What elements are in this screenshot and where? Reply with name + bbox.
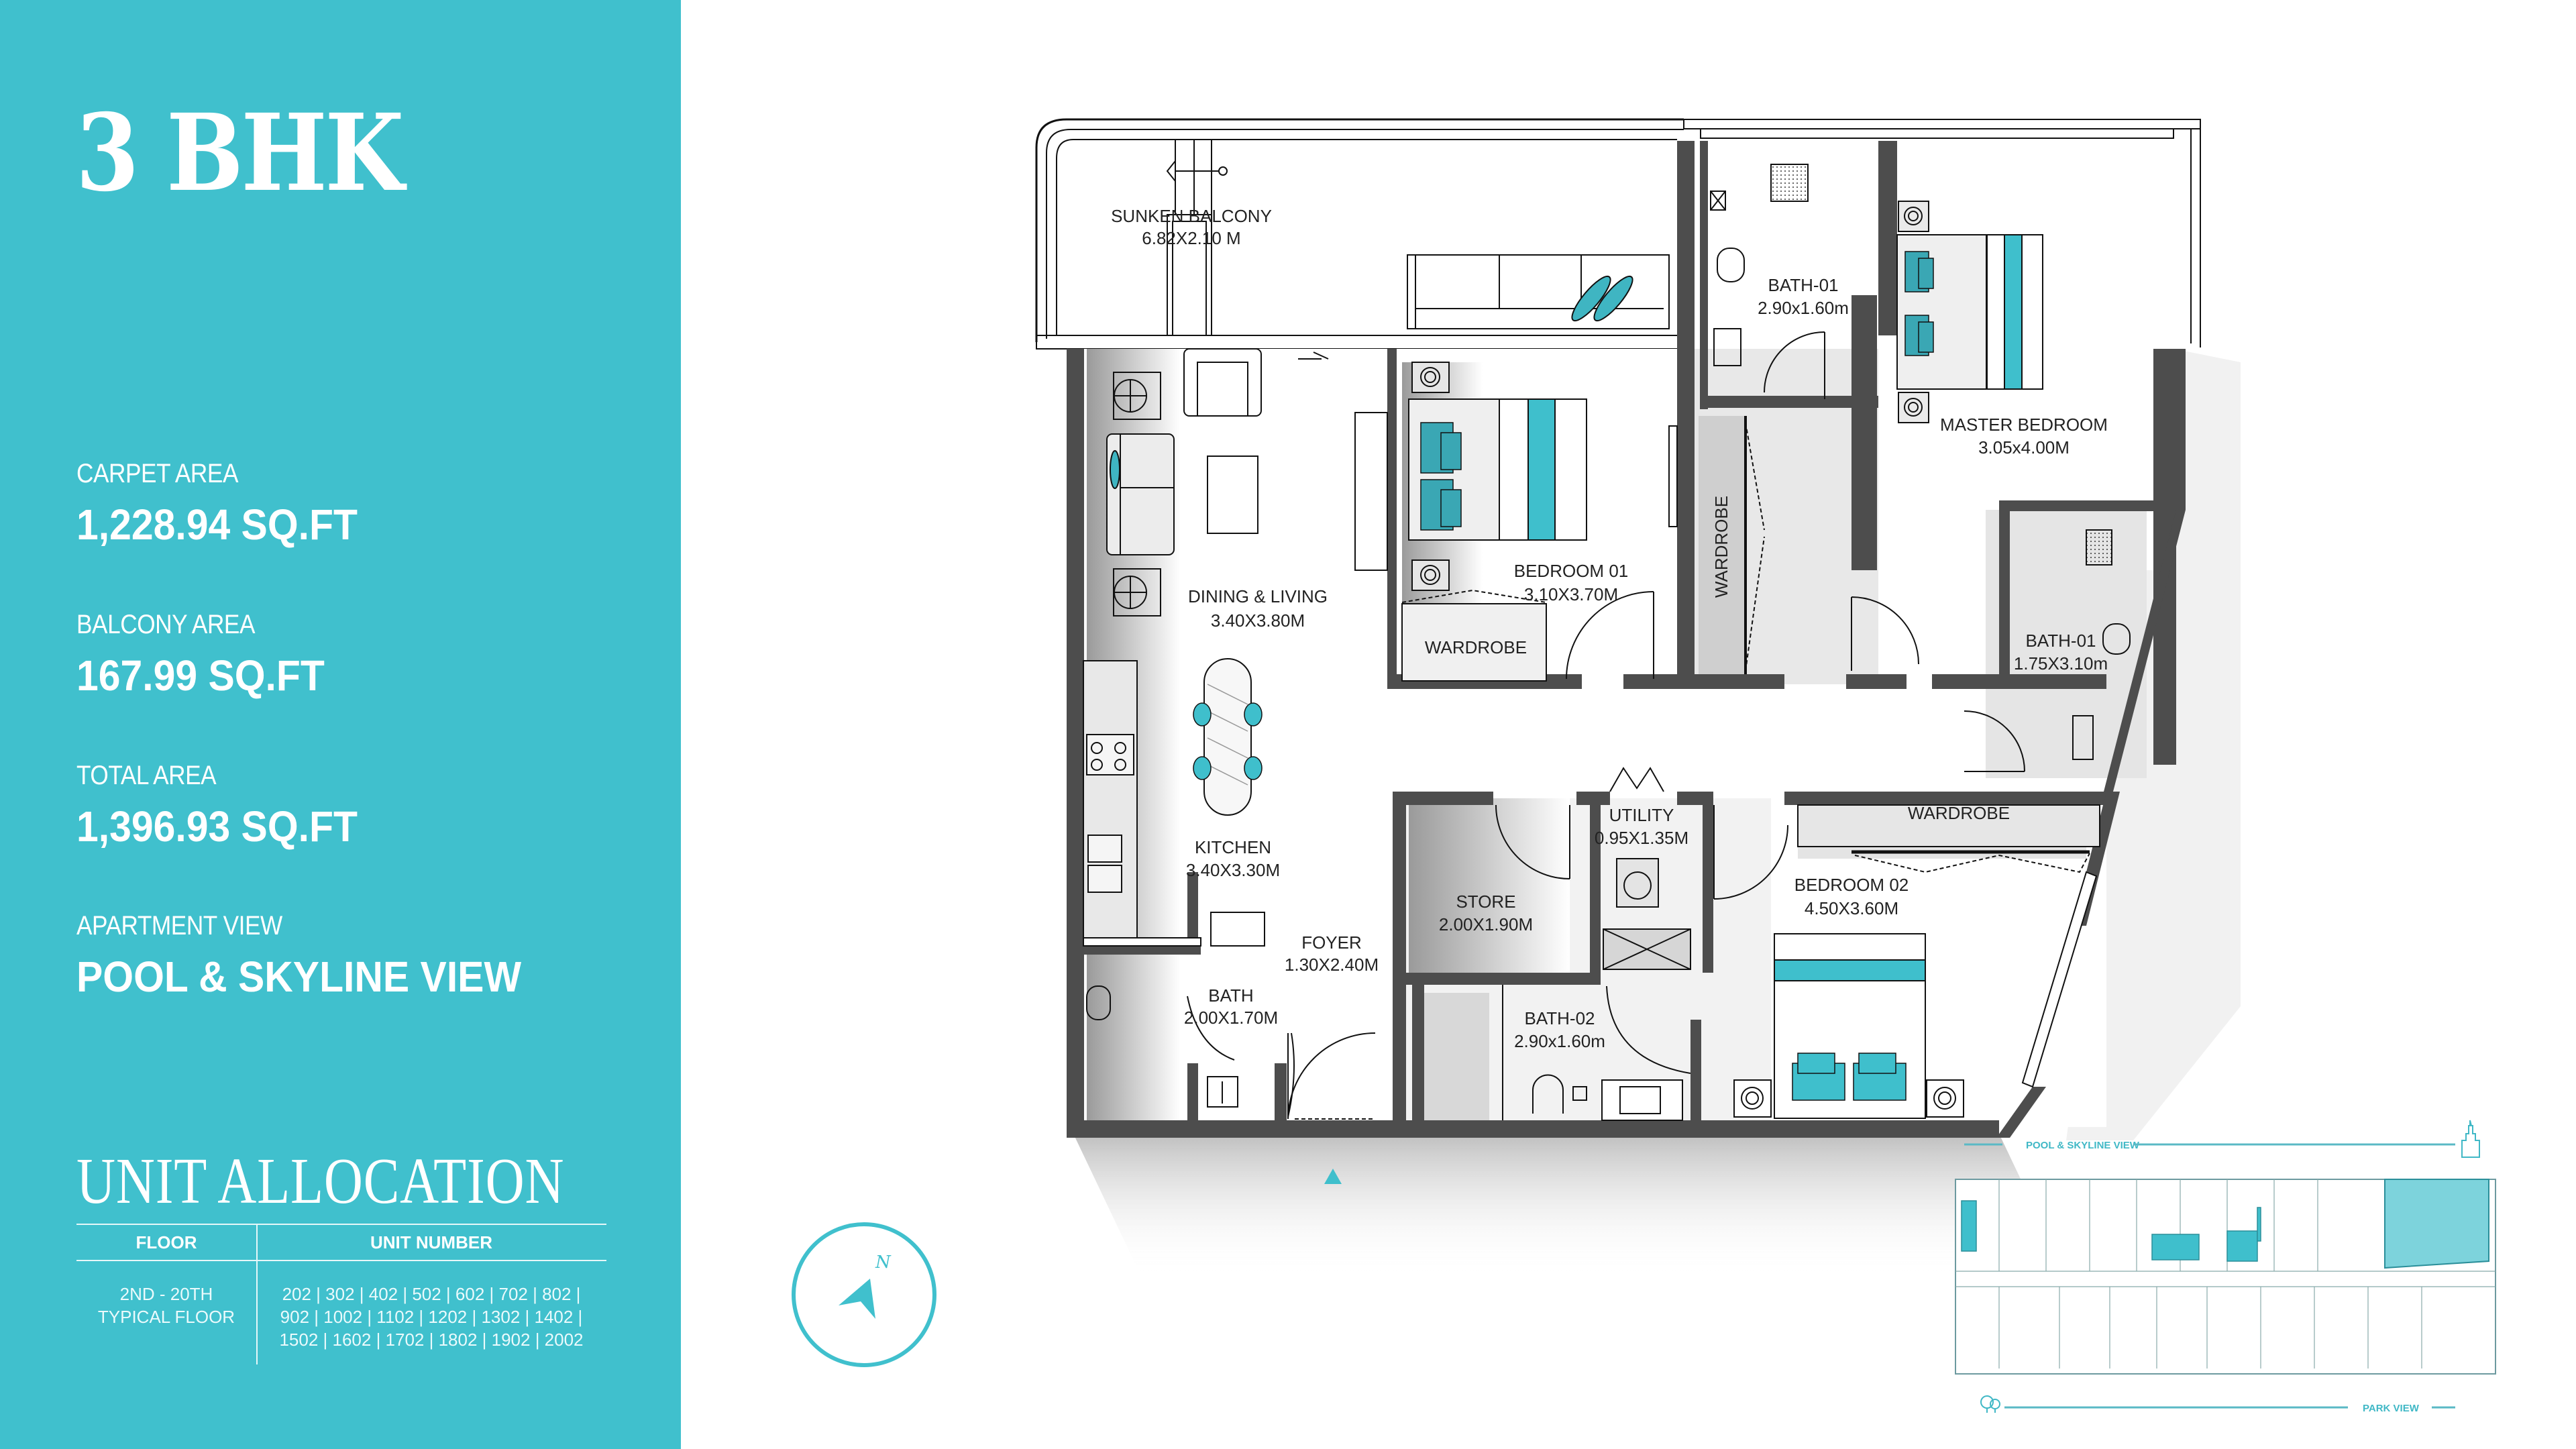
stat-label: TOTAL AREA	[76, 761, 217, 790]
room-size: 3.05x4.00M	[1978, 437, 2070, 458]
highlighted-units	[1961, 1200, 2261, 1262]
bedroom-02-pillows	[1792, 1053, 1907, 1101]
room-name: MASTER BEDROOM	[1940, 415, 2108, 435]
room-size: 2.00X1.70M	[1184, 1008, 1278, 1028]
room-name: BEDROOM 02	[1794, 875, 1909, 895]
room-size: 6.82X2.10 M	[1142, 228, 1240, 248]
unit-allocation-table: FLOOR UNIT NUMBER 2ND - 20TH TYPICAL FLO…	[76, 1224, 606, 1364]
carpet-area: CARPET AREA 1,228.94 SQ.FT	[76, 459, 382, 549]
room-name: BATH	[1208, 985, 1253, 1006]
room-size: 0.95X1.35M	[1595, 828, 1688, 848]
table-divider	[256, 1225, 258, 1364]
room-size: 3.10X3.70M	[1524, 584, 1618, 604]
room-size: 3.40X3.30M	[1186, 860, 1280, 880]
bath-02-fixtures	[1502, 985, 1691, 1121]
kitchen-counter	[1083, 660, 1265, 947]
stat-value: 1,228.94 SQ.FT	[76, 500, 358, 549]
room-name: BEDROOM 01	[1514, 561, 1629, 581]
room-size: 4.50X3.60M	[1805, 898, 1898, 918]
bed-pillows	[1420, 422, 1462, 531]
wardrobe-label: WARDROBE	[1711, 496, 1731, 598]
room-name: STORE	[1456, 892, 1515, 912]
foyer-door[interactable]	[1287, 1032, 1376, 1120]
total-area: TOTAL AREA 1,396.93 SQ.FT	[76, 761, 382, 851]
unit-number-header: UNIT NUMBER	[370, 1232, 492, 1252]
room-size: 2.90x1.60m	[1758, 298, 1849, 318]
room-size: 1.30X2.40M	[1285, 955, 1379, 975]
master-balcony-rail	[1683, 119, 2201, 347]
unit-allocation-title: UNIT ALLOCATION	[76, 1145, 565, 1218]
selected-unit-highlight	[2384, 1179, 2489, 1269]
bath-01-fixtures	[1710, 164, 1825, 399]
stat-value: 1,396.93 SQ.FT	[76, 802, 358, 851]
top-view-label: POOL & SKYLINE VIEW	[2026, 1140, 2140, 1151]
cushion-icon	[1110, 450, 1120, 489]
compass: N	[792, 1222, 936, 1367]
room-name: UTILITY	[1609, 805, 1674, 825]
stat-value: POOL & SKYLINE VIEW	[76, 953, 522, 1001]
room-size: 2.90x1.60m	[1514, 1031, 1605, 1051]
floor-type: TYPICAL FLOOR	[97, 1307, 235, 1327]
master-bed-pillows	[1904, 251, 1934, 356]
room-name: BATH-01	[2026, 631, 2096, 651]
north-label: N	[875, 1252, 892, 1273]
entrance-arrow-icon	[1324, 1169, 1342, 1184]
apartment-view: APARTMENT VIEW POOL & SKYLINE VIEW	[76, 911, 560, 1002]
bedroom-02-furniture	[1733, 804, 2100, 1119]
info-panel: 3 BHK CARPET AREA 1,228.94 SQ.FT BALCONY…	[0, 0, 681, 1449]
floor-range: 2ND - 20TH	[119, 1284, 213, 1304]
skyline-icon	[2461, 1120, 2480, 1158]
key-plan: POOL & SKYLINE VIEW	[1955, 1120, 2496, 1414]
room-name: KITCHEN	[1195, 837, 1271, 857]
room-size: 3.40X3.80M	[1211, 610, 1305, 631]
master-bedroom-furniture	[1896, 201, 2043, 423]
table-header: FLOOR UNIT NUMBER	[76, 1225, 606, 1261]
wardrobe-label: WARDROBE	[1425, 637, 1527, 657]
unit-numbers-cell: 202 | 302 | 402 | 502 | 602 | 702 | 802 …	[279, 1284, 584, 1350]
wardrobe-label: WARDROBE	[1908, 803, 2010, 823]
floor-cell: 2ND - 20TH TYPICAL FLOOR	[76, 1283, 256, 1351]
park-icon	[1980, 1395, 2000, 1413]
pillow-icon	[1571, 275, 1633, 322]
bath-01-right-fixtures	[1851, 529, 2131, 772]
stat-label: CARPET AREA	[76, 459, 238, 488]
room-name: FOYER	[1301, 932, 1362, 953]
floor-header: FLOOR	[136, 1232, 197, 1252]
bath-fixtures	[1086, 985, 1238, 1108]
dining-table	[1193, 658, 1263, 816]
room-name: BATH-01	[1768, 275, 1839, 295]
living-furniture	[1106, 348, 1388, 616]
room-size: 2.00X1.90M	[1439, 914, 1533, 934]
room-name: DINING & LIVING	[1188, 586, 1328, 606]
north-arrow-icon	[839, 1279, 875, 1319]
table-row: 2ND - 20TH TYPICAL FLOOR 202 | 302 | 402…	[76, 1261, 606, 1351]
balcony-area: BALCONY AREA 167.99 SQ.FT	[76, 610, 346, 700]
stat-label: APARTMENT VIEW	[76, 911, 282, 941]
unit-type-title: 3 BHK	[76, 91, 404, 215]
room-name: SUNKEN BALCONY	[1111, 206, 1272, 226]
bottom-view-label: PARK VIEW	[2363, 1403, 2420, 1414]
stat-label: BALCONY AREA	[76, 610, 256, 639]
room-size: 1.75X3.10m	[2014, 653, 2108, 674]
utility-fixtures	[1495, 767, 1788, 970]
room-name: BATH-02	[1525, 1008, 1595, 1028]
stat-value: 167.99 SQ.FT	[76, 651, 325, 700]
wardrobe-vertical	[1699, 416, 1765, 674]
